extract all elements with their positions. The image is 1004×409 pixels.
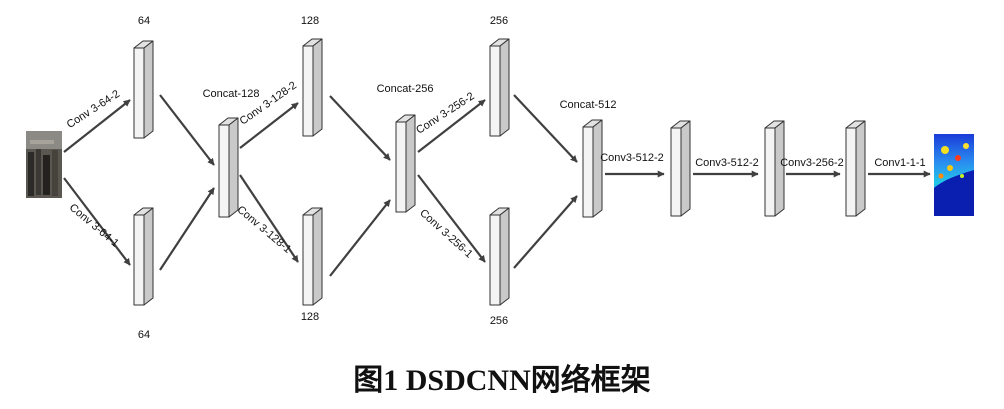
input-crowd-image: [26, 131, 62, 198]
tail-block-a-front: [670, 127, 682, 217]
tail-block-a-side: [680, 120, 691, 217]
tail-block-c-side: [855, 120, 866, 217]
concat3-label: Concat-512: [560, 99, 617, 111]
concat3-block: [582, 119, 603, 218]
arrow-b3-top-to-concat3: [513, 94, 578, 163]
branch3-top-block-front: [489, 45, 501, 137]
arrow-b1-bottom-to-concat1: [159, 187, 215, 271]
branch1-top-size-label: 64: [138, 15, 150, 27]
tail-block-c-front: [845, 127, 857, 217]
arrow-concat1-to-b2-bottom: [239, 174, 299, 263]
branch1-top-block-side: [143, 40, 154, 139]
branch2-top-conv-label: Conv 3-128-2: [238, 80, 299, 128]
branch1-bottom-block-front: [133, 214, 145, 306]
tail-block-b: [764, 120, 785, 217]
branch3-top-size-label: 256: [490, 15, 508, 27]
concat2-block-side: [405, 114, 416, 213]
arrow-b1-top-to-concat1: [159, 94, 215, 166]
branch3-bottom-size-label: 256: [490, 315, 508, 327]
tail-conv-b-label: Conv3-512-2: [695, 157, 759, 169]
arrow-b2-bottom-to-concat2: [329, 199, 391, 277]
concat3-block-front: [582, 126, 594, 218]
branch3-top-block-side: [499, 38, 510, 137]
branch1-top-conv-label: Conv 3-64-2: [65, 88, 122, 131]
branch2-top-block-side: [312, 38, 323, 137]
branch1-bottom-block: [133, 207, 154, 306]
branch1-top-block-front: [133, 47, 145, 139]
branch2-top-block-front: [302, 45, 314, 137]
feature-blocks: [133, 38, 866, 306]
branch2-bottom-block-front: [302, 214, 314, 306]
branch2-bottom-block: [302, 207, 323, 306]
branch1-bottom-block-side: [143, 207, 154, 306]
arrow-concat2-to-b3-top: [417, 99, 486, 153]
branch1-bottom-size-label: 64: [138, 329, 150, 341]
tail-conv-d-label: Conv1-1-1: [874, 157, 925, 169]
branch3-bottom-block-side: [499, 207, 510, 306]
concat1-block-side: [228, 117, 239, 218]
tail-conv-c-label: Conv3-256-2: [780, 157, 844, 169]
arrow-concat2-to-b3-bottom: [417, 174, 486, 263]
branch3-bottom-block-front: [489, 214, 501, 306]
arrow-b3-bottom-to-concat3: [513, 195, 578, 269]
arrow-b2-top-to-concat2: [329, 95, 391, 161]
branch3-top-block: [489, 38, 510, 137]
tail-block-a: [670, 120, 691, 217]
concat1-block: [218, 117, 239, 218]
branch3-bottom-block: [489, 207, 510, 306]
branch1-bottom-conv-label: Conv 3-64-1: [67, 202, 121, 250]
arrow-input-to-b1-top: [63, 99, 131, 153]
tail-block-b-front: [764, 127, 776, 217]
concat2-block: [395, 114, 416, 213]
concat2-block-front: [395, 121, 407, 213]
concat3-block-side: [592, 119, 603, 218]
output-density-map: [934, 134, 974, 216]
figure-caption: 图1 DSDCNN网络框架: [353, 363, 651, 397]
branch2-top-size-label: 128: [301, 15, 319, 27]
tail-block-c: [845, 120, 866, 217]
tail-conv-a-label: Conv3-512-2: [600, 152, 664, 164]
concat2-label: Concat-256: [377, 83, 434, 95]
branch2-top-block: [302, 38, 323, 137]
concat1-block-front: [218, 124, 230, 218]
arrow-concat1-to-b2-top: [239, 102, 299, 149]
branch2-bottom-size-label: 128: [301, 311, 319, 323]
concat1-label: Concat-128: [203, 88, 260, 100]
branch2-bottom-block-side: [312, 207, 323, 306]
branch3-bottom-conv-label: Conv 3-256-1: [417, 207, 475, 261]
branch1-top-block: [133, 40, 154, 139]
tail-block-b-side: [774, 120, 785, 217]
flow-arrows: [63, 94, 931, 277]
arrow-input-to-b1-bottom: [63, 177, 131, 266]
